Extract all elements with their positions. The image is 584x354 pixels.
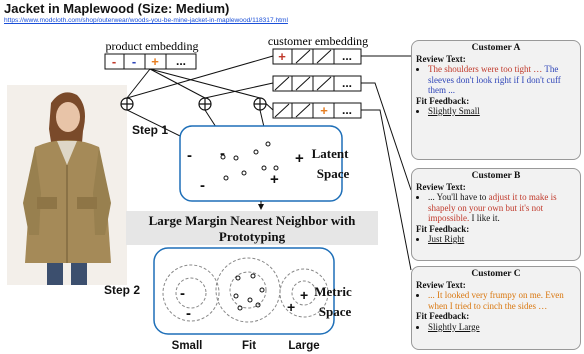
cluster-label-large: Large — [288, 340, 319, 352]
review-label: Review Text: — [416, 279, 466, 290]
latent-space-label-line1: Latent — [312, 146, 350, 161]
review-segment: The sleeves don't look right if I don't … — [428, 64, 561, 95]
fit-value: Slightly Large — [428, 321, 480, 332]
customer-a-cell-plus-red: + — [278, 49, 286, 64]
svg-text:+: + — [287, 299, 295, 315]
review-list: ... You'll have to adjust it to make is … — [416, 192, 576, 224]
cluster-fit-outer — [215, 257, 281, 323]
review-segment: adjust it to make is shapely on your own… — [428, 192, 557, 223]
fit-label: Fit Feedback: — [416, 95, 470, 106]
cluster-small-inner — [175, 277, 207, 309]
customer-card-b: Customer B Review Text: ... You'll have … — [411, 168, 581, 261]
svg-text:+: + — [295, 150, 304, 167]
review-segment: ... You'll have to — [428, 192, 489, 202]
fit-feedback: Just Right — [428, 234, 576, 245]
fit-value: Slightly Small — [428, 106, 480, 116]
fit-list: Slightly Small — [416, 106, 576, 117]
review-label: Review Text: — [416, 53, 466, 64]
metric-space-clusters — [162, 257, 329, 323]
fit-list: Slightly Large — [416, 322, 576, 333]
method-label-line2: Prototyping — [219, 229, 286, 244]
svg-text:-: - — [220, 145, 225, 162]
metric-space-label-line1: Metric — [314, 284, 352, 299]
product-to-combine-lines — [126, 55, 274, 111]
method-label-line1: Large Margin Nearest Neighbor with — [149, 213, 357, 228]
cluster-label-small: Small — [172, 340, 203, 352]
customer-embedding-label: customer embedding — [268, 34, 368, 48]
review-list: ... It looked very frumpy on me. Even wh… — [416, 290, 576, 311]
vector-card-connectors — [361, 55, 412, 271]
review-text: ... You'll have to adjust it to make is … — [428, 192, 576, 224]
customer-name: Customer B — [471, 171, 521, 181]
product-cell-minus-blue: - — [132, 54, 136, 69]
combine-nodes — [120, 97, 267, 111]
cluster-large-inner — [291, 280, 317, 306]
customer-c-cell-ellipsis: ... — [342, 103, 352, 117]
fit-feedback: Slightly Small — [428, 106, 576, 117]
fit-feedback: Slightly Large — [428, 322, 576, 333]
fit-label: Fit Feedback: — [416, 223, 470, 234]
review-text: ... It looked very frumpy on me. Even wh… — [428, 290, 576, 311]
cluster-large-outer — [279, 268, 329, 318]
latent-space-label-line2: Space — [317, 166, 350, 181]
customer-card-a: Customer A Review Text: The shoulders we… — [411, 40, 581, 160]
customer-card-c: Customer C Review Text: ... It looked ve… — [411, 266, 581, 350]
svg-text:+: + — [270, 171, 279, 188]
cluster-small-outer — [162, 264, 220, 322]
source-url-link[interactable]: https://www.modcloth.com/shop/outerwear/… — [4, 17, 288, 24]
review-text: The shoulders were too tight … The sleev… — [428, 64, 576, 96]
customer-a-cell-ellipsis: ... — [342, 49, 352, 63]
metric-space-box — [153, 247, 335, 335]
review-segment: I like it. — [469, 213, 500, 223]
review-list: The shoulders were too tight … The sleev… — [416, 64, 576, 96]
svg-text:-: - — [186, 305, 191, 322]
step-2-label: Step 2 — [104, 283, 140, 297]
product-cell-plus-orange: + — [151, 54, 159, 69]
fit-value: Just Right — [428, 234, 465, 244]
review-segment: ... It looked very frumpy on me. Even wh… — [428, 290, 564, 311]
product-cell-ellipsis: ... — [176, 54, 186, 68]
customer-c-cell-plus-orange: + — [320, 103, 328, 118]
fit-label: Fit Feedback: — [416, 311, 470, 321]
cluster-fit-inner — [229, 271, 267, 309]
latent-space-points: - - - + + — [187, 141, 304, 194]
review-label: Review Text: — [416, 181, 466, 192]
metric-space-points: - - + + — [180, 273, 308, 322]
metric-space-label-line2: Space — [319, 304, 352, 319]
step-1-label: Step 1 — [132, 123, 168, 137]
product-embedding-label: product embedding — [106, 39, 199, 53]
customer-b-cell-ellipsis: ... — [342, 76, 352, 90]
customer-embedding-vector-a: + ... — [272, 48, 362, 65]
page-title: Jacket in Maplewood (Size: Medium) — [4, 1, 230, 16]
svg-text:-: - — [187, 147, 192, 164]
customer-name: Customer C — [471, 269, 521, 279]
review-segment: The shoulders were too tight … — [428, 64, 545, 74]
svg-text:-: - — [180, 285, 185, 302]
customer-name: Customer A — [471, 43, 521, 53]
svg-text:+: + — [300, 287, 308, 303]
fit-list: Just Right — [416, 234, 576, 245]
customer-embedding-vector-b: ... — [272, 75, 362, 92]
product-cell-minus-red: - — [112, 54, 116, 69]
method-banner — [126, 211, 378, 245]
svg-text:-: - — [200, 177, 205, 194]
product-embedding-vector: - - + ... — [104, 53, 197, 70]
customer-embedding-vector-c: + ... — [272, 102, 362, 119]
cluster-label-fit: Fit — [242, 340, 256, 352]
jacket-photo — [7, 85, 127, 285]
